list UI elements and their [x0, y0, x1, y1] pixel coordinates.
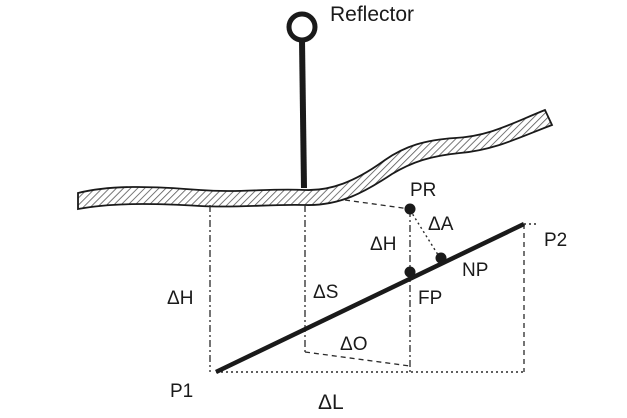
pr-label: PR — [410, 180, 436, 201]
p1-label: P1 — [170, 381, 193, 402]
reflector-ring — [286, 11, 318, 43]
delta-a-label: ΔA — [428, 214, 454, 235]
delta-l-label: ΔL — [318, 391, 344, 414]
delta-h-inner-label: ΔH — [370, 234, 396, 255]
reflector-to-pr-line — [344, 199, 411, 210]
fp-label: FP — [418, 288, 442, 309]
delta-o-label: ΔO — [340, 334, 367, 355]
delta-h-outer-label: ΔH — [167, 288, 193, 309]
pr-point — [404, 203, 416, 215]
fp-point — [404, 266, 416, 278]
terrain-surface — [77, 108, 554, 211]
np-point — [435, 252, 447, 264]
delta-s-label: ΔS — [313, 282, 338, 303]
reflector-mast — [299, 39, 307, 189]
baseline-p1-p2 — [215, 221, 525, 375]
reflector-label: Reflector — [330, 3, 414, 26]
np-label: NP — [462, 260, 488, 281]
p2-label: P2 — [544, 230, 567, 251]
